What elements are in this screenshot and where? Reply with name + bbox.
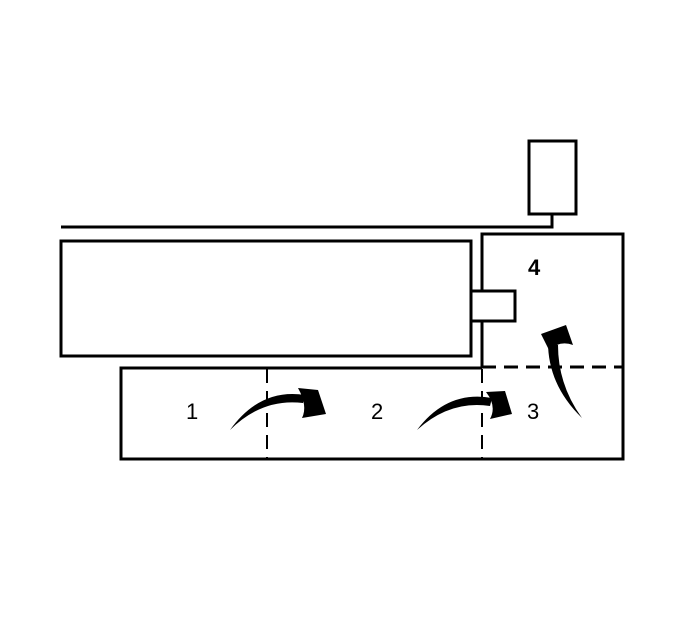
connector-block [469, 289, 517, 323]
long-panel [59, 239, 473, 358]
arrow-right-icon [417, 391, 512, 430]
zone-3-label: 3 [527, 399, 539, 424]
top-module-box [527, 139, 578, 216]
zone-1-label: 1 [186, 399, 198, 424]
lower-track [119, 366, 625, 461]
arrow-right-icon [230, 388, 326, 430]
zone-2-label: 2 [371, 399, 383, 424]
cable-line [61, 214, 554, 229]
arrow-up-icon [541, 325, 582, 418]
zone-4-label: 4 [528, 255, 541, 280]
